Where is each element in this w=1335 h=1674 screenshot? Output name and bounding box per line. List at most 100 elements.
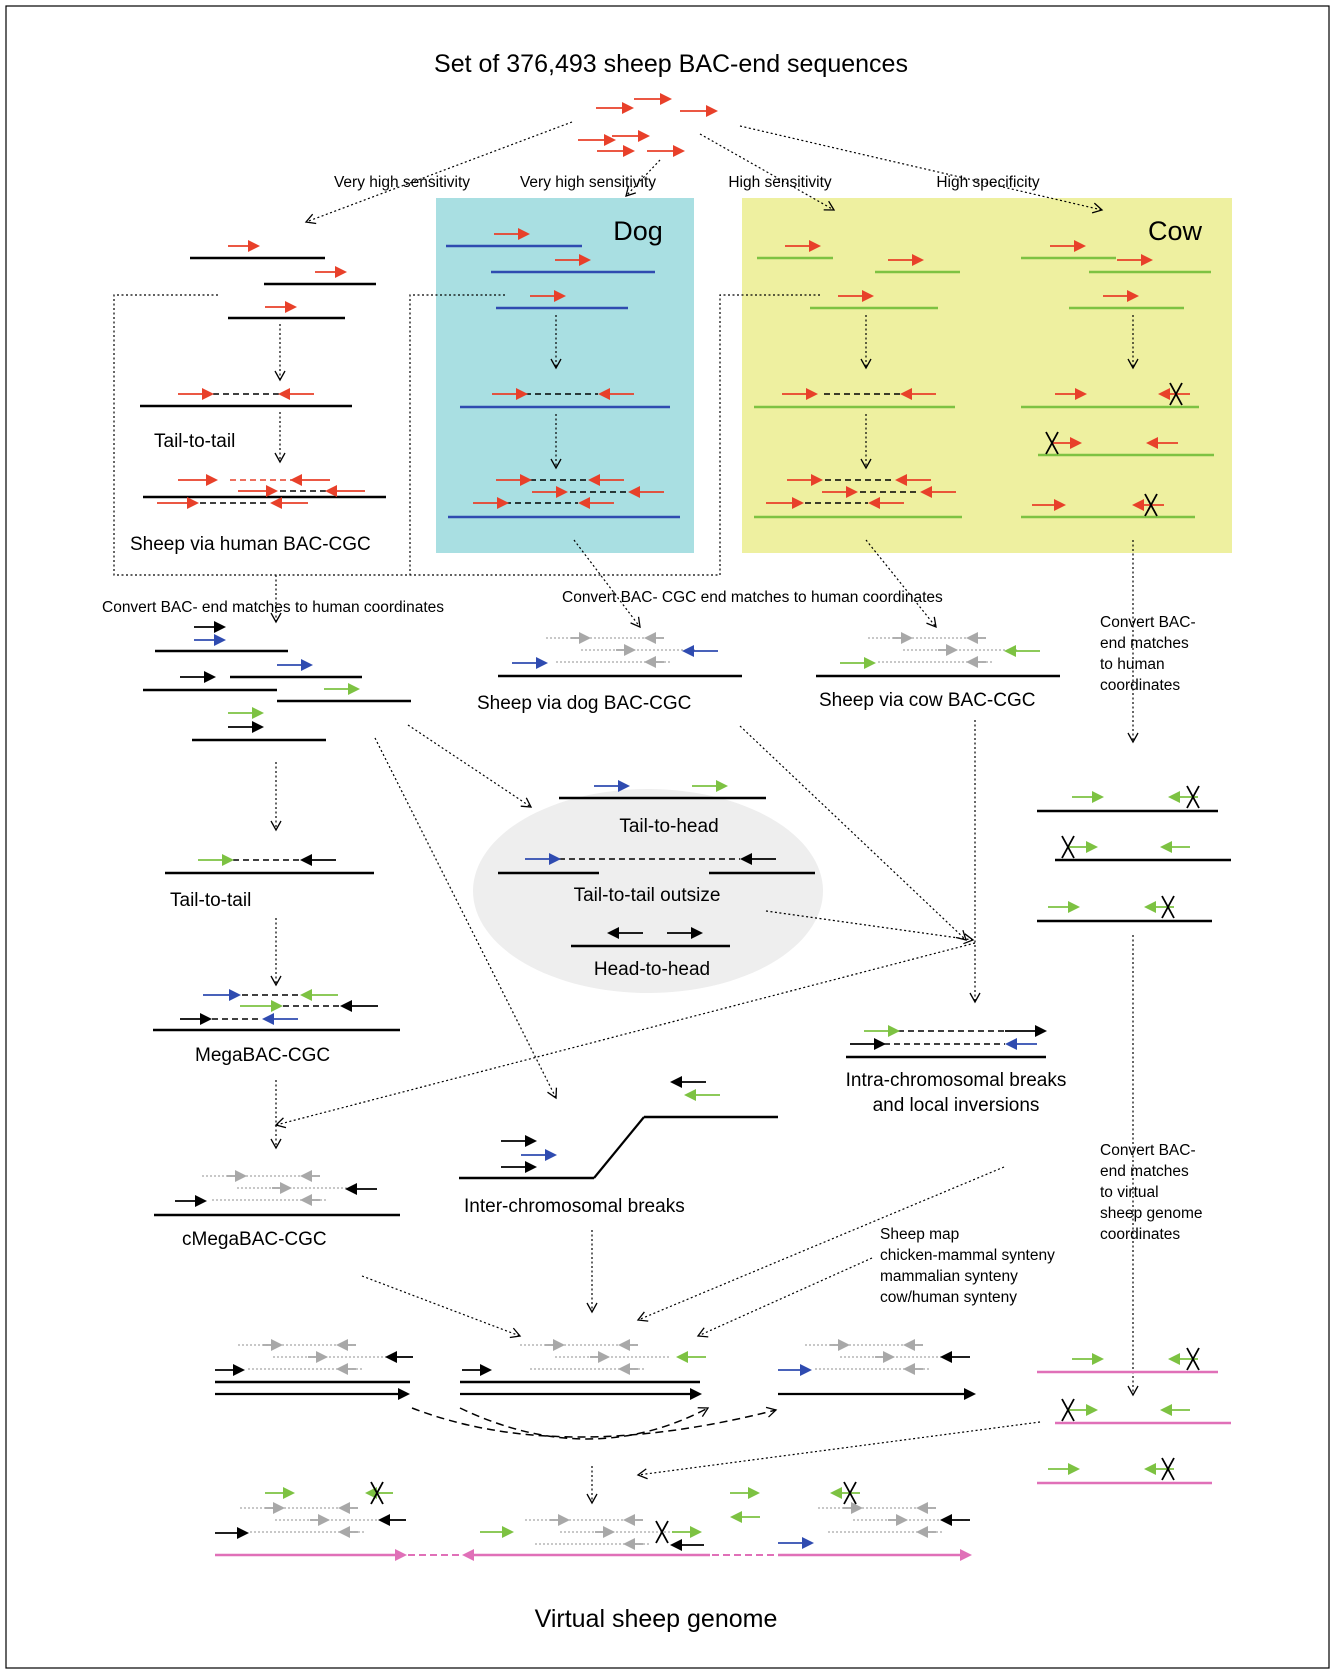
flow-arrow [625, 159, 661, 197]
branch-label-high-specificity: High specificity [936, 174, 1040, 191]
red-bac-end-arrow [862, 290, 874, 302]
red-bac-end-arrow [706, 105, 718, 117]
mismatch-cross [1061, 835, 1075, 859]
red-bac-end-arrow [1146, 437, 1158, 449]
gray-bac-end-arrow [579, 632, 591, 644]
green-bac-end-arrow [1068, 1463, 1080, 1475]
black-bac-end-arrow [378, 1514, 390, 1526]
green-bac-end-arrow [748, 1487, 760, 1499]
black-bac-end-arrow [525, 1161, 537, 1173]
black-bac-end-arrow [195, 1195, 207, 1207]
black-bac-end-arrow [204, 671, 216, 683]
gray-bac-end-arrow [618, 1363, 630, 1375]
pink-bac-end-arrow [960, 1549, 972, 1561]
gray-bac-end-arrow [946, 644, 958, 656]
mismatch-cross [1186, 785, 1200, 809]
red-bac-end-arrow [1158, 388, 1170, 400]
red-bac-end-arrow [1141, 254, 1153, 266]
red-bac-end-arrow [920, 486, 932, 498]
gray-bac-end-arrow [338, 1526, 350, 1538]
black-bac-end-arrow [607, 927, 619, 939]
green-bac-end-arrow [222, 854, 234, 866]
flow-arrow [407, 724, 533, 808]
mismatch-cross [655, 1520, 669, 1544]
gray-bac-end-arrow [316, 1351, 328, 1363]
red-bac-end-arrow [623, 145, 635, 157]
sheep-via-dog-label: Sheep via dog BAC-CGC [477, 693, 691, 714]
red-bac-end-arrow [516, 388, 528, 400]
green-bac-end-arrow [300, 989, 312, 1001]
gray-bac-end-arrow [644, 656, 656, 668]
black-bac-end-arrow [398, 1388, 410, 1400]
mismatch-cross [1161, 895, 1175, 919]
black-bac-end-arrow [874, 1038, 886, 1050]
red-bac-end-arrow [895, 474, 907, 486]
green-bac-end-arrow [502, 1526, 514, 1538]
convert-cow-label-4: coordinates [1100, 677, 1180, 694]
gray-bac-end-arrow [336, 1363, 348, 1375]
red-bac-end-arrow [556, 486, 568, 498]
green-bac-end-arrow [271, 1000, 283, 1012]
tail-to-tail-outsize-label: Tail-to-tail outsize [574, 885, 721, 906]
pink-bac-end-arrow [462, 1549, 474, 1561]
blue-bac-end-arrow [549, 853, 561, 865]
blue-bac-end-arrow [262, 1013, 274, 1025]
gray-bac-end-arrow [336, 1339, 348, 1351]
red-bac-end-arrow [206, 474, 218, 486]
blue-bac-end-arrow [1005, 1038, 1017, 1050]
gray-bac-end-arrow [896, 1514, 908, 1526]
gray-bac-end-arrow [300, 1194, 312, 1206]
black-bac-end-arrow [690, 1388, 702, 1400]
red-bac-end-arrow [673, 145, 685, 157]
green-bac-end-arrow [1168, 791, 1180, 803]
blue-bac-end-arrow [618, 780, 630, 792]
green-bac-end-arrow [1160, 841, 1172, 853]
flow-arrow [573, 539, 641, 629]
gray-bac-end-arrow [903, 1363, 915, 1375]
green-bac-end-arrow [1160, 1404, 1172, 1416]
red-bac-end-arrow [325, 485, 337, 497]
black-bac-end-arrow [214, 621, 226, 633]
dog-label: Dog [613, 216, 663, 246]
mismatch-cross [1161, 1457, 1175, 1481]
red-bac-end-arrow [622, 102, 634, 114]
convert-cgc-label: Convert BAC- CGC end matches to human co… [562, 589, 943, 606]
black-bac-end-arrow [200, 1013, 212, 1025]
red-bac-end-arrow [266, 485, 278, 497]
red-bac-end-arrow [806, 388, 818, 400]
red-bac-end-arrow [270, 497, 282, 509]
green-bac-end-arrow [1086, 841, 1098, 853]
gray-bac-end-arrow [273, 1502, 285, 1514]
black-bac-end-arrow [237, 1527, 249, 1539]
green-bac-end-arrow [716, 780, 728, 792]
flow-arrow [361, 1275, 522, 1339]
red-bac-end-arrow [285, 301, 297, 313]
branch-label-very-high-2: Very high sensitivity [520, 174, 656, 191]
red-bac-end-arrow [809, 240, 821, 252]
synteny-label-2: chicken-mammal synteny [880, 1247, 1055, 1264]
mismatch-cross [843, 1481, 857, 1505]
black-bac-end-arrow [252, 721, 264, 733]
gray-bac-end-arrow [851, 1502, 863, 1514]
red-bac-end-arrow [578, 497, 590, 509]
green-bac-end-arrow [684, 1089, 696, 1101]
green-bac-end-arrow [283, 1487, 295, 1499]
red-bac-end-arrow [278, 388, 290, 400]
synteny-label-3: mammalian synteny [880, 1268, 1018, 1285]
red-bac-end-arrow [598, 388, 610, 400]
gray-bac-end-arrow [623, 1514, 635, 1526]
synteny-label-1: Sheep map [880, 1226, 959, 1243]
green-bac-end-arrow [1092, 791, 1104, 803]
figure-frame [5, 5, 1330, 1669]
red-bac-end-arrow [290, 474, 302, 486]
black-bac-end-arrow [940, 1514, 952, 1526]
convert-human-label: Convert BAC- end matches to human coordi… [102, 599, 444, 616]
black-bac-end-arrow [940, 1351, 952, 1363]
red-bac-end-arrow [1132, 499, 1144, 511]
gray-bac-end-arrow [966, 632, 978, 644]
green-bac-end-arrow [1168, 1353, 1180, 1365]
flow-arrow [739, 125, 1104, 214]
flow-arrow [865, 539, 937, 629]
black-bac-end-arrow [964, 1388, 976, 1400]
